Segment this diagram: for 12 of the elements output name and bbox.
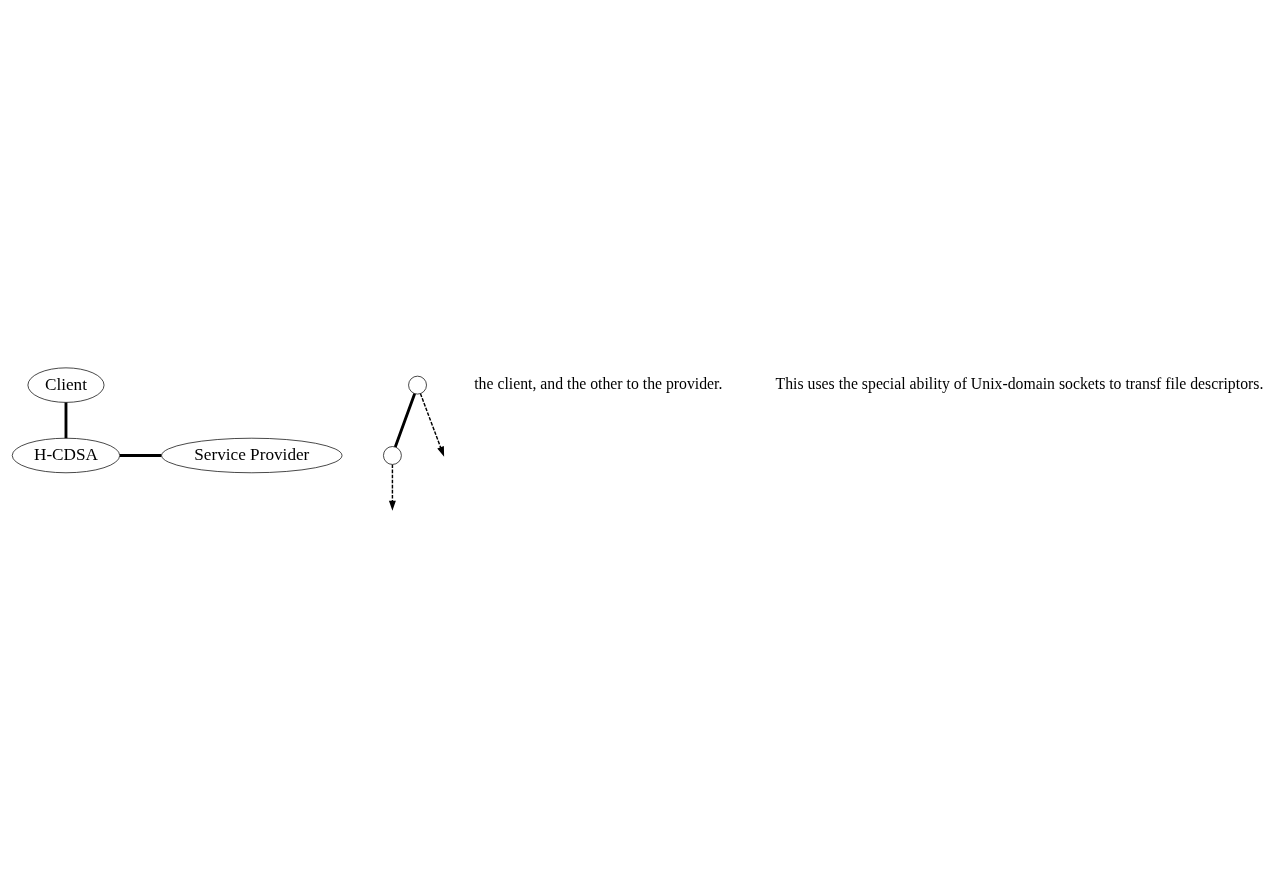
connector [119, 453, 162, 457]
node-circle [408, 375, 427, 394]
connector [64, 402, 68, 438]
node-ellipse: Client [27, 367, 105, 403]
arrow [388, 463, 396, 511]
label: the client, and the other to the provider. [474, 374, 723, 392]
node-circle [383, 445, 402, 465]
label: This uses the special ability of Unix-domain sockets to transf file descriptors. [775, 374, 1264, 392]
node-ellipse: H-CDSA [11, 437, 121, 473]
node-ellipse: Service Provider [161, 437, 343, 473]
arrow [419, 392, 445, 457]
connector [393, 392, 416, 447]
